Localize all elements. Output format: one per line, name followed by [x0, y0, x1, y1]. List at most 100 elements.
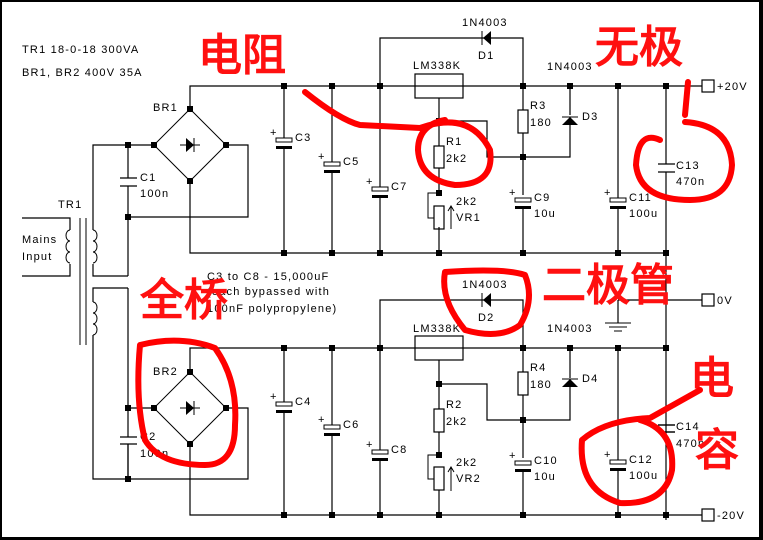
- gnd-wires: [617, 299, 702, 323]
- c6-capacitor-icon: [323, 424, 341, 430]
- annotation-resistor: 电阻: [198, 30, 286, 81]
- pos-output-terminal[interactable]: [701, 79, 715, 93]
- c5-ref: C5: [343, 156, 359, 168]
- br1-diode-bar: [180, 138, 200, 152]
- d1-diode-icon: [483, 31, 491, 45]
- tr1-label: TR1: [58, 199, 82, 211]
- bottom-regulator: 1N4003 D2 LM338K R2 2k2 2k2 VR2 R4 180 +…: [379, 279, 745, 522]
- u2-part: LM338K: [413, 323, 461, 335]
- ground-section: 0V: [605, 293, 732, 332]
- r2-value: 2k2: [446, 416, 467, 428]
- transformer-core: [79, 218, 87, 345]
- d1-ref: D1: [478, 50, 494, 62]
- annotation-capacitor-2: 容: [695, 425, 739, 476]
- c12-capacitor-icon: [609, 459, 627, 465]
- c5-plate: [324, 170, 340, 173]
- vr1-ref: VR1: [456, 212, 481, 224]
- br1-ac-wires: [128, 144, 249, 218]
- c5-plus: +: [318, 151, 326, 163]
- neg-output-label: -20V: [717, 510, 745, 522]
- pos-output-label: +20V: [717, 81, 748, 93]
- vr2-arrow-icon: [447, 466, 455, 491]
- r3-ref: R3: [530, 100, 546, 112]
- annotation-bridge-circle: [135, 337, 239, 468]
- r3-resistor-icon: [517, 109, 529, 134]
- annotation-capacitor-circle: [578, 387, 703, 507]
- c13-capacitor-icon: [658, 163, 675, 173]
- c7-plate: [372, 195, 388, 198]
- d3-part: 1N4003: [547, 61, 593, 73]
- vr2-value: 2k2: [456, 457, 477, 469]
- vr1-wiper: [427, 192, 439, 219]
- junction-dots: [125, 83, 669, 518]
- c2-capacitor-icon: [120, 436, 137, 445]
- c3-plate: [276, 146, 292, 149]
- annotation-diode-circle: [441, 267, 532, 337]
- bottom-rails: [189, 347, 702, 516]
- c4-plus: +: [270, 391, 278, 403]
- c13-ref: C13: [676, 160, 700, 172]
- vr1-potentiometer-icon: [433, 205, 445, 230]
- c1-ref: C1: [140, 172, 156, 184]
- top-rectifier: C1 100n BR1 + C3 + C5 + C7: [120, 85, 666, 276]
- annotation-nonpolar-circle: [633, 79, 735, 203]
- u2-adj-wires: [438, 360, 571, 515]
- c13-value: 470n: [676, 176, 705, 188]
- c5-capacitor-icon: [323, 161, 341, 167]
- annotation-diode: 二极管: [542, 260, 674, 311]
- c11-capacitor-icon: [609, 197, 627, 203]
- c11-plus: +: [604, 187, 612, 199]
- secondary2-coil-icon: [92, 301, 98, 336]
- neg-output-terminal[interactable]: [701, 508, 715, 522]
- r3-value: 180: [530, 117, 552, 129]
- c6-plate: [324, 433, 340, 436]
- c12-plus: +: [604, 449, 612, 461]
- c3-plus: +: [270, 127, 278, 139]
- bridge-spec-note: BR1, BR2 400V 35A: [22, 67, 143, 79]
- secondary1-coil-icon: [92, 229, 98, 264]
- c11-plate: [610, 206, 626, 209]
- c10-value: 10u: [534, 471, 556, 483]
- c14-value: 470n: [676, 438, 705, 450]
- c4-capacitor-icon: [275, 401, 293, 407]
- mains-input-label-1: Mains: [22, 234, 57, 246]
- r4-resistor-icon: [517, 371, 529, 396]
- br2-ref: BR2: [153, 366, 178, 378]
- ground-icon: [605, 322, 631, 332]
- c7-ref: C7: [391, 181, 407, 193]
- d2-diode-icon: [483, 293, 491, 307]
- c10-ref: C10: [534, 455, 558, 467]
- c12-value: 100u: [629, 470, 658, 482]
- r2-ref: R2: [446, 399, 462, 411]
- top-regulator: 1N4003 D1 LM338K R1 2k2 2k2 VR1 R3 180 +…: [379, 17, 748, 520]
- secondary2-wires: [92, 287, 128, 480]
- c1-capacitor-icon: [120, 177, 137, 187]
- u1-adj-wires: [438, 98, 523, 253]
- annotations: 电阻 无极 全桥 二极管 电 容: [135, 22, 739, 507]
- primary-coil-icon: [65, 229, 71, 264]
- c7-capacitor-icon: [371, 186, 389, 192]
- cap-note-line3: 100nF polypropylene): [207, 303, 337, 315]
- c6-plus: +: [318, 414, 326, 426]
- c9-ref: C9: [534, 192, 550, 204]
- c9-value: 10u: [534, 208, 556, 220]
- r1-value: 2k2: [446, 153, 467, 165]
- d4-diode-icon: [562, 379, 578, 387]
- d4-part: 1N4003: [547, 323, 593, 335]
- br1-ref: BR1: [153, 102, 178, 114]
- d1-part: 1N4003: [462, 17, 508, 29]
- c11-ref: C11: [629, 192, 652, 204]
- vr1-arrow-icon: [447, 205, 455, 229]
- c9-capacitor-icon: [514, 197, 532, 203]
- d4-ref: D4: [582, 373, 598, 385]
- vr2-potentiometer-icon: [433, 466, 445, 491]
- r4-value: 180: [530, 379, 552, 391]
- annotation-capacitor-1: 电: [690, 353, 734, 404]
- d2-part: 1N4003: [462, 279, 508, 291]
- c12-ref: C12: [629, 454, 653, 466]
- c10-plus: +: [509, 450, 517, 462]
- gnd-output-terminal[interactable]: [701, 293, 715, 307]
- d3-diode-icon: [562, 117, 578, 125]
- r4-ref: R4: [530, 362, 546, 374]
